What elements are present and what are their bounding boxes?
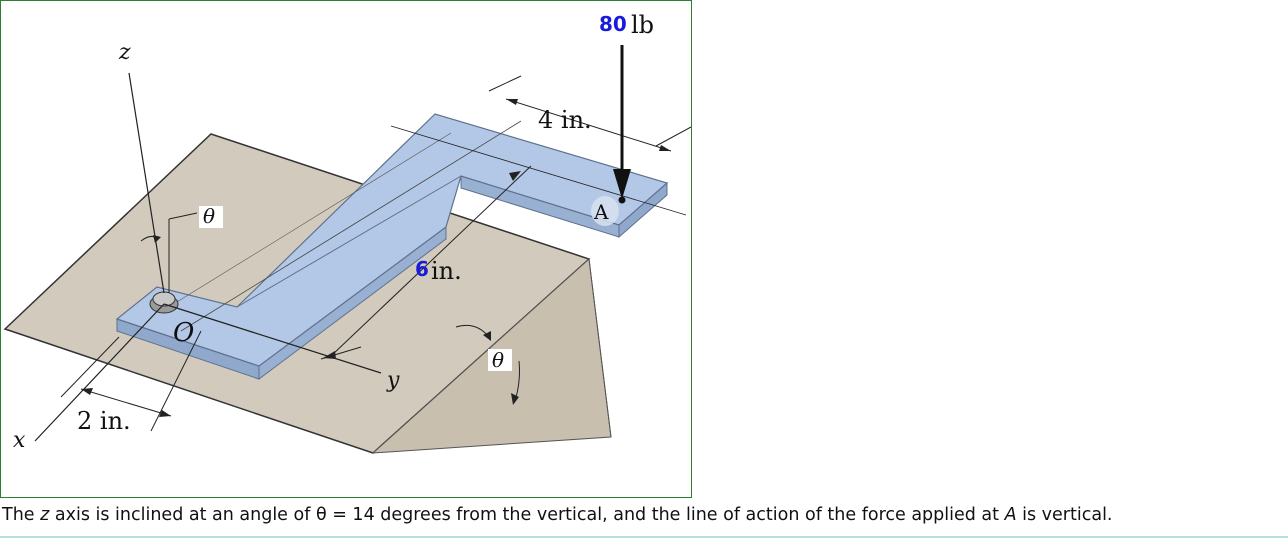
caption-var-a: A xyxy=(1004,505,1017,525)
bracket-member xyxy=(115,113,669,367)
theta-label-plane: θ xyxy=(492,348,504,372)
caption-part-1: The xyxy=(2,505,41,525)
problem-caption: The z axis is inclined at an angle of θ … xyxy=(2,505,1113,525)
dim-6in-unit: in. xyxy=(431,257,462,285)
caption-part-2: axis is inclined at an angle of θ = 14 d… xyxy=(49,505,1005,525)
force-unit: lb xyxy=(631,11,654,39)
label-o: O xyxy=(173,318,194,348)
dim-6in-value: 6 xyxy=(415,257,429,281)
dim-4in: 4 in. xyxy=(538,106,592,134)
label-a: A xyxy=(593,200,609,224)
theta-label-top: θ xyxy=(203,204,215,228)
label-y: y xyxy=(386,368,400,393)
figure: 80 lb 4 in. 6 in. 2 in. z x y O A θ θ xyxy=(0,0,692,498)
caption-var-z: z xyxy=(40,505,50,525)
caption-part-3: is vertical. xyxy=(1016,505,1113,525)
force-arrow-head xyxy=(613,169,631,199)
y-axis xyxy=(163,303,382,374)
label-z: z xyxy=(118,40,131,65)
label-x: x xyxy=(13,428,26,453)
x-axis xyxy=(34,303,165,442)
z-axis xyxy=(128,72,165,294)
point-a xyxy=(618,196,626,204)
bracket-diagram: 80 lb 4 in. 6 in. 2 in. z x y O A θ θ xyxy=(3,11,692,454)
force-value: 80 xyxy=(599,12,627,36)
bottom-divider xyxy=(0,536,1288,538)
dim-2in: 2 in. xyxy=(77,407,131,435)
